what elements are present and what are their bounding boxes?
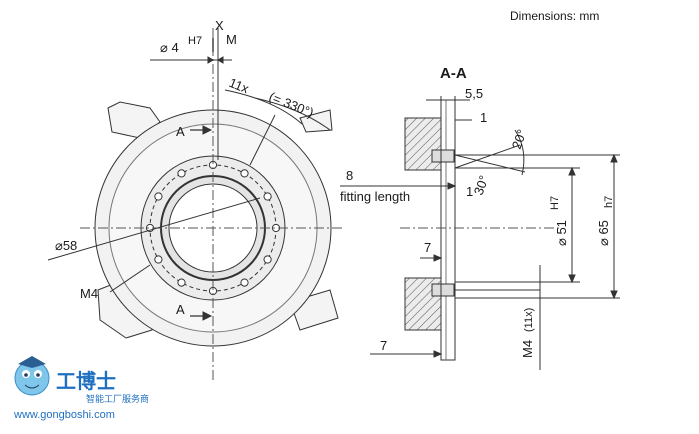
bolt-hole	[154, 255, 163, 264]
watermark-name: 工博士	[56, 369, 116, 393]
section-a-top-label: A	[176, 124, 185, 139]
diameter-58-label: ⌀58	[55, 238, 77, 253]
bolt-hole	[263, 255, 272, 264]
angle-20: 20°	[509, 127, 530, 151]
section-title: A-A	[440, 65, 467, 82]
axis-x-label: X	[215, 18, 224, 33]
fitting-length-label: fitting length	[340, 189, 410, 204]
watermark-url: www.gongboshi.com	[13, 409, 115, 421]
dim-1-mid: 1	[466, 184, 473, 199]
bolt-hole	[177, 278, 186, 287]
section-view-labels: A-A 5,5 1 8 fitting length 1 30° 20° 7 7…	[340, 65, 615, 358]
housing-arm-top	[107, 101, 161, 139]
bolt-hole	[154, 192, 163, 201]
section-a-bottom-label: A	[176, 302, 185, 317]
bolt-hole	[240, 169, 249, 178]
holes-count-label: 11x	[227, 75, 252, 97]
flange-plate	[440, 99, 456, 361]
dia-51-tol: H7	[549, 196, 561, 210]
bolt-hole	[177, 169, 186, 178]
watermark-sub: 智能工厂服务商	[86, 393, 149, 404]
dim-7-mid: 7	[424, 240, 431, 255]
thread-m4-count: (11x)	[523, 308, 535, 332]
bolt-hole	[240, 278, 249, 287]
angle-30: 30°	[471, 173, 492, 197]
thread-label: M4	[80, 286, 98, 301]
dim-1-top: 1	[480, 110, 487, 125]
watermark: 工博士 智能工厂服务商 www.gongboshi.com	[13, 356, 149, 421]
dim-7-bottom: 7	[380, 338, 387, 353]
dia-65-tol: h7	[603, 196, 615, 208]
thread-m4-label: M4	[520, 340, 535, 358]
bore-tol-label: ⌀ 4	[160, 40, 179, 55]
section-view	[340, 96, 620, 370]
axis-m-label: M	[226, 32, 237, 47]
dia-65-label: ⌀ 65	[596, 220, 611, 246]
screw-top	[431, 149, 455, 163]
dim-8: 8	[346, 168, 353, 183]
dim-5-5: 5,5	[465, 86, 483, 101]
mascot-icon	[14, 356, 50, 396]
dia-51-label: ⌀ 51	[554, 220, 569, 246]
diameter-58-leader	[47, 197, 261, 261]
hole-leader	[249, 114, 276, 166]
thread-leader	[109, 264, 151, 293]
front-view	[47, 28, 345, 380]
units-note: Dimensions: mm	[510, 9, 599, 23]
screw-bottom	[431, 283, 455, 297]
bolt-hole	[263, 192, 272, 201]
bore-tol-sup: H7	[188, 35, 202, 47]
